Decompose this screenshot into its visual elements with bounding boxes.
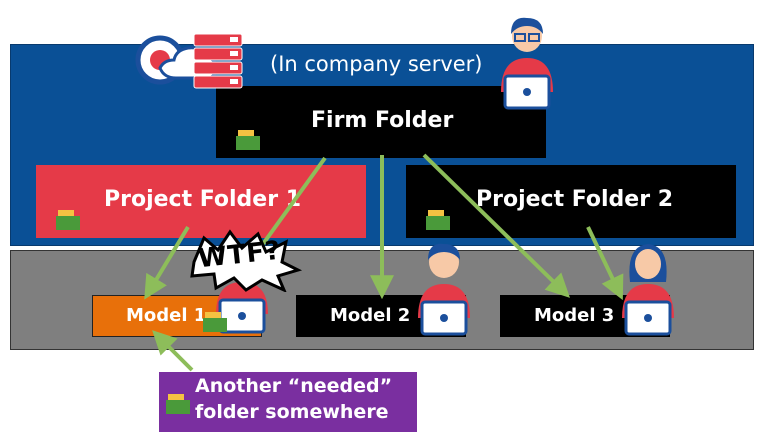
person-glasses-laptop-icon [501, 17, 553, 110]
project-folder-1-label: Project Folder 1 [104, 187, 302, 212]
model-2-label: Model 2 [330, 305, 411, 326]
wtf-bubble [190, 229, 303, 292]
needed-folder-line2: folder somewhere [195, 401, 389, 423]
folder-icon-needed [166, 394, 190, 414]
needed-folder-box [159, 372, 417, 432]
model-3-label: Model 3 [534, 305, 615, 326]
person-laptop-icon-model1 [216, 282, 268, 334]
woman-laptop-icon [622, 244, 674, 336]
needed-folder-line1: Another “needed” [195, 375, 393, 397]
folder-icon-model1 [203, 312, 227, 332]
folder-icon-pf2 [426, 210, 450, 230]
firm-folder-label: Firm Folder [311, 108, 454, 133]
cloud-server-icon [135, 33, 243, 89]
folder-icon-pf1 [56, 210, 80, 230]
person-laptop-icon-model2 [418, 243, 470, 336]
folder-icon-firm [236, 130, 260, 150]
firm-folder-box [216, 86, 546, 158]
server-zone-label: (In company server) [270, 52, 483, 76]
model-1-label: Model 1 [126, 305, 207, 326]
project-folder-2-label: Project Folder 2 [476, 187, 674, 212]
